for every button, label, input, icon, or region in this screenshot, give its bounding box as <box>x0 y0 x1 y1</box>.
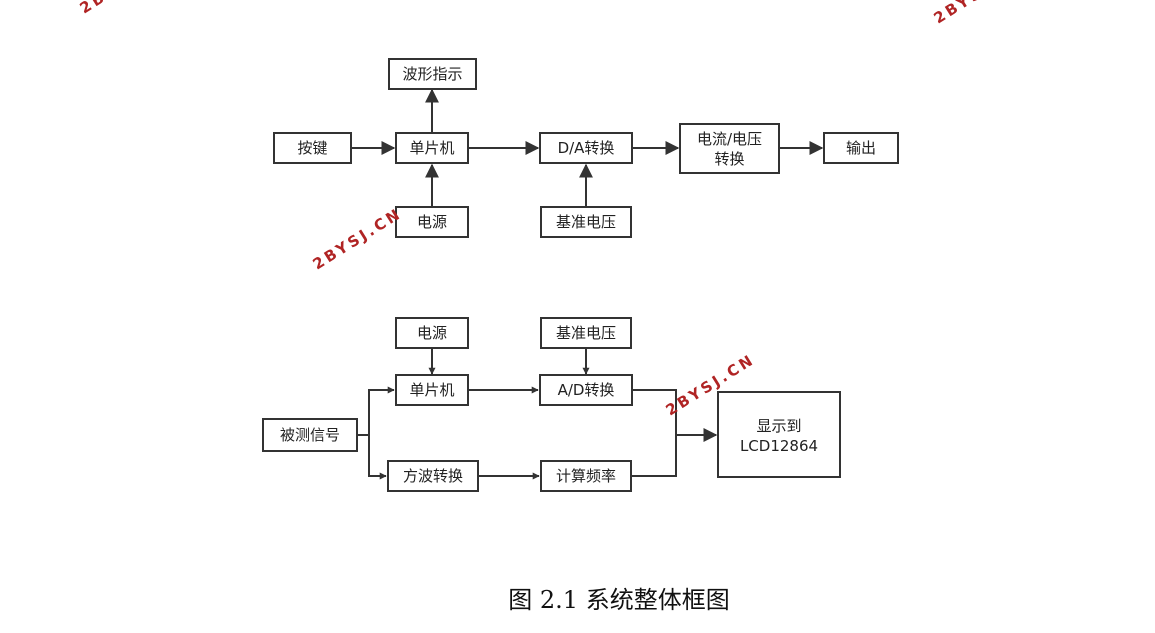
box-dac: D/A转换 <box>539 132 633 164</box>
box-signal-input: 被测信号 <box>262 418 358 452</box>
label-display-line1: 显示到 <box>756 417 801 435</box>
label-dac: D/A转换 <box>558 139 615 157</box>
label-signal-input: 被测信号 <box>280 426 340 444</box>
box-mcu-1: 单片机 <box>395 132 469 164</box>
box-frequency-calc: 计算频率 <box>540 460 632 492</box>
label-keys: 按键 <box>297 139 327 157</box>
label-reference-voltage-1: 基准电压 <box>556 213 616 231</box>
watermark-text: 2BYSJ.CN <box>310 204 406 273</box>
label-iv-convert-line2: 转换 <box>714 150 744 168</box>
label-output: 输出 <box>846 139 876 157</box>
figure-caption: 图 2.1 系统整体框图 <box>508 586 730 614</box>
label-waveform-indicator: 波形指示 <box>402 65 462 83</box>
watermark-text: 2BYSJ.CN <box>77 0 173 17</box>
label-power-1: 电源 <box>417 213 447 231</box>
label-iv-convert-line1: 电流/电压 <box>697 130 762 148</box>
diagram-1: 波形指示 按键 单片机 D/A转换 电流/电压 转换 输出 电源 <box>273 58 899 238</box>
box-iv-convert: 电流/电压 转换 <box>679 123 780 174</box>
diagram-2: 电源 基准电压 单片机 A/D转换 被测信号 方波转换 计算频率 显示到 <box>262 317 841 492</box>
box-power-2: 电源 <box>395 317 469 349</box>
box-reference-voltage-2: 基准电压 <box>540 317 632 349</box>
box-output: 输出 <box>823 132 899 164</box>
box-display: 显示到 LCD12864 <box>717 391 841 478</box>
box-keys: 按键 <box>273 132 352 164</box>
box-mcu-2: 单片机 <box>395 374 469 406</box>
label-power-2: 电源 <box>417 324 447 342</box>
label-frequency-calc: 计算频率 <box>556 467 616 485</box>
arrow-signal-to-square <box>368 435 387 480</box>
line-adc-to-merge <box>632 389 677 435</box>
box-reference-voltage-1: 基准电压 <box>540 206 632 238</box>
arrow-signal-to-mcu <box>357 386 395 436</box>
watermark-text: 2BYSJ.CN <box>931 0 1027 27</box>
box-power-1: 电源 <box>395 206 469 238</box>
label-display-line2: LCD12864 <box>740 437 818 455</box>
box-waveform-indicator: 波形指示 <box>388 58 477 90</box>
line-freq-to-merge <box>631 435 677 477</box>
label-reference-voltage-2: 基准电压 <box>556 324 616 342</box>
label-mcu-2: 单片机 <box>409 381 454 399</box>
box-adc: A/D转换 <box>539 374 633 406</box>
label-adc: A/D转换 <box>558 381 615 399</box>
label-square-wave: 方波转换 <box>403 467 463 485</box>
label-mcu-1: 单片机 <box>409 139 454 157</box>
box-square-wave: 方波转换 <box>387 460 479 492</box>
